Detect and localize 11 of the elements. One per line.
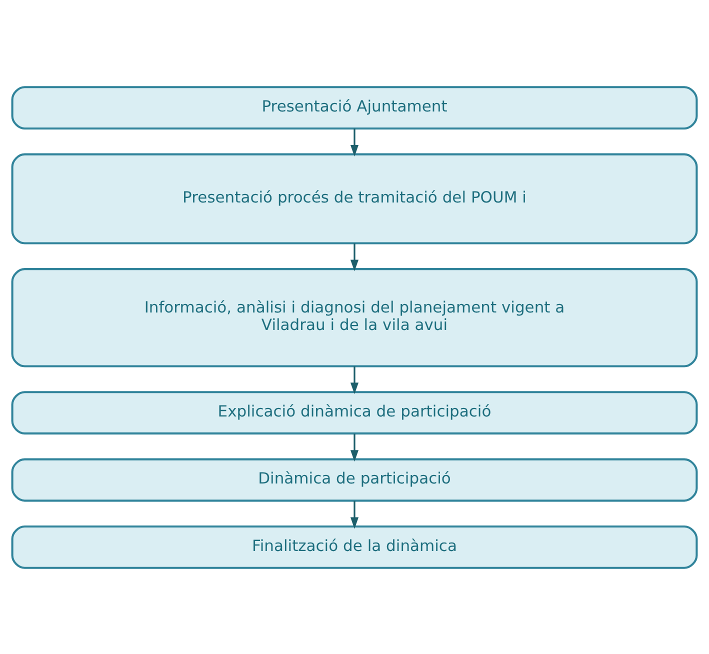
node-box: Presentació procés de tramitació del POUM i bbox=[11, 152, 698, 244]
node-box: Informació, anàlisi i diagnosi del planejament vigent a Viladrau i de la vila avui bbox=[11, 268, 698, 367]
arrow bbox=[350, 433, 359, 462]
arrow bbox=[350, 366, 359, 394]
node-box: Presentació Ajuntament bbox=[11, 86, 698, 130]
arrow bbox=[350, 500, 359, 528]
arrow bbox=[350, 242, 359, 271]
node-box: Finalització de la dinàmica bbox=[11, 524, 698, 568]
arrow bbox=[350, 128, 359, 156]
node-box: Dinàmica de participació bbox=[11, 458, 698, 502]
node-box: Explicació dinàmica de participació bbox=[11, 390, 698, 434]
